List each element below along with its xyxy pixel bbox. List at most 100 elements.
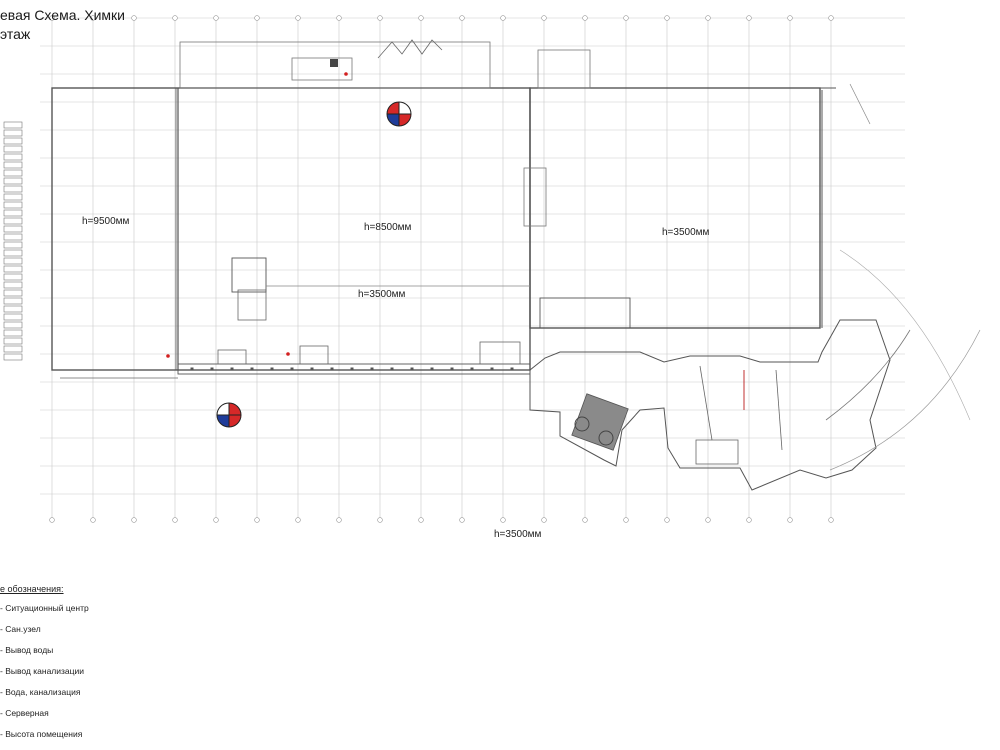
corridor-column [250,367,254,371]
central-small-room-2 [237,289,267,321]
corridor-column [370,367,374,371]
parking-bay [3,241,23,249]
grid-axis-bubble [131,517,137,523]
grid-axis-bubble [90,15,96,21]
parking-bay [3,129,23,137]
grid-axis-bubble [828,517,834,523]
atrium-hatched-area [571,393,629,451]
parking-bay [3,137,23,145]
situation-center-icon[interactable] [386,101,412,127]
parking-bay [3,337,23,345]
grid-axis-bubble [131,15,137,21]
parking-bay [3,121,23,129]
situation-center-icon-2-graphic [216,402,242,428]
top-room-mark [330,59,338,67]
right-lower-rooms [539,297,631,329]
grid-axis-bubble [213,517,219,523]
grid-axis-bubble [254,517,260,523]
grid-axis-bubble [377,517,383,523]
building-outline [3,39,981,491]
parking-bay [3,297,23,305]
height-label-3500-right: h=3500мм [662,227,710,238]
corridor-column [230,367,234,371]
curved-wall-inner [825,329,911,421]
grid-axis-bubble [746,517,752,523]
legend-item-sewer-outlet: - Вывод канализации [0,666,85,676]
parking-bay [3,289,23,297]
top-room [291,57,353,81]
parking-bay [3,153,23,161]
grid-axis-bubble [500,15,506,21]
legend-item-water-outlet: - Вывод воды [0,645,54,655]
height-label-9500: h=9500мм [82,216,130,227]
parking-bay [3,185,23,193]
grid-axis-bubble [582,517,588,523]
corridor-column [430,367,434,371]
grid-axis-bubble [172,15,178,21]
corridor-column [470,367,474,371]
grid-axis-bubble [705,15,711,21]
parking-bay [3,329,23,337]
top-service-block [179,41,491,89]
corridor-column [510,367,514,371]
situation-center-icon-2[interactable] [216,402,242,428]
legend-heading: е обозначения: [0,584,64,594]
hall-right-boundary [529,87,821,329]
top-stair-outline [377,39,443,59]
grid-axis-bubble [418,15,424,21]
legend-item-restroom: - Сан.узел [0,624,41,634]
diagonal-line-top-right [849,83,871,125]
parking-bay [3,345,23,353]
corridor-room-1 [217,349,247,365]
grid-axis-bubble [541,15,547,21]
marker-red-top [344,72,348,76]
marker-red-corridor [286,352,290,356]
parking-bay [3,321,23,329]
parking-bay [3,265,23,273]
grid-axis-bubble [623,517,629,523]
grid-axis-bubble [787,15,793,21]
grid-axis-bubble [623,15,629,21]
grid-axis-bubble [541,517,547,523]
plan-title-line2: этаж [0,26,31,42]
parking-bay [3,305,23,313]
parking-bay [3,209,23,217]
height-label-8500: h=8500мм [364,222,412,233]
radial-wall-2 [699,365,713,441]
grid-axis-bubble [459,517,465,523]
grid-axis-bubble [49,517,55,523]
parking-bay [3,161,23,169]
atrium-column-1 [574,416,590,432]
structural-grid [40,15,905,523]
radial-wall-1 [775,369,783,451]
parking-bay [3,177,23,185]
parking-bay [3,169,23,177]
parking-bay [3,193,23,201]
grid-axis-bubble [459,15,465,21]
parking-bay [3,217,23,225]
corridor-column [490,367,494,371]
parking-bay [3,249,23,257]
grid-axis-bubble [664,517,670,523]
grid-axis-bubble [213,15,219,21]
parking-bay [3,233,23,241]
grid-axis-bubble [418,517,424,523]
legend-item-situation-center: - Ситуационный центр [0,603,89,613]
corridor-column [290,367,294,371]
legend-item-water-sewer: - Вода, канализация [0,687,81,697]
grid-axis-bubble [582,15,588,21]
entrance-atrium-outline [529,319,891,491]
grid-axis-bubble [172,517,178,523]
corridor-column [390,367,394,371]
corridor-room-2 [299,345,329,365]
curved-grid-arc [839,249,971,421]
top-right-room [537,49,591,89]
grid-axis-bubble [336,517,342,523]
marker-red-left [166,354,170,358]
grid-axis-bubble [49,15,55,21]
parking-bay [3,257,23,265]
grid-axis-bubble [90,517,96,523]
atrium-column-2 [598,430,614,446]
left-parking-bays [3,121,23,361]
